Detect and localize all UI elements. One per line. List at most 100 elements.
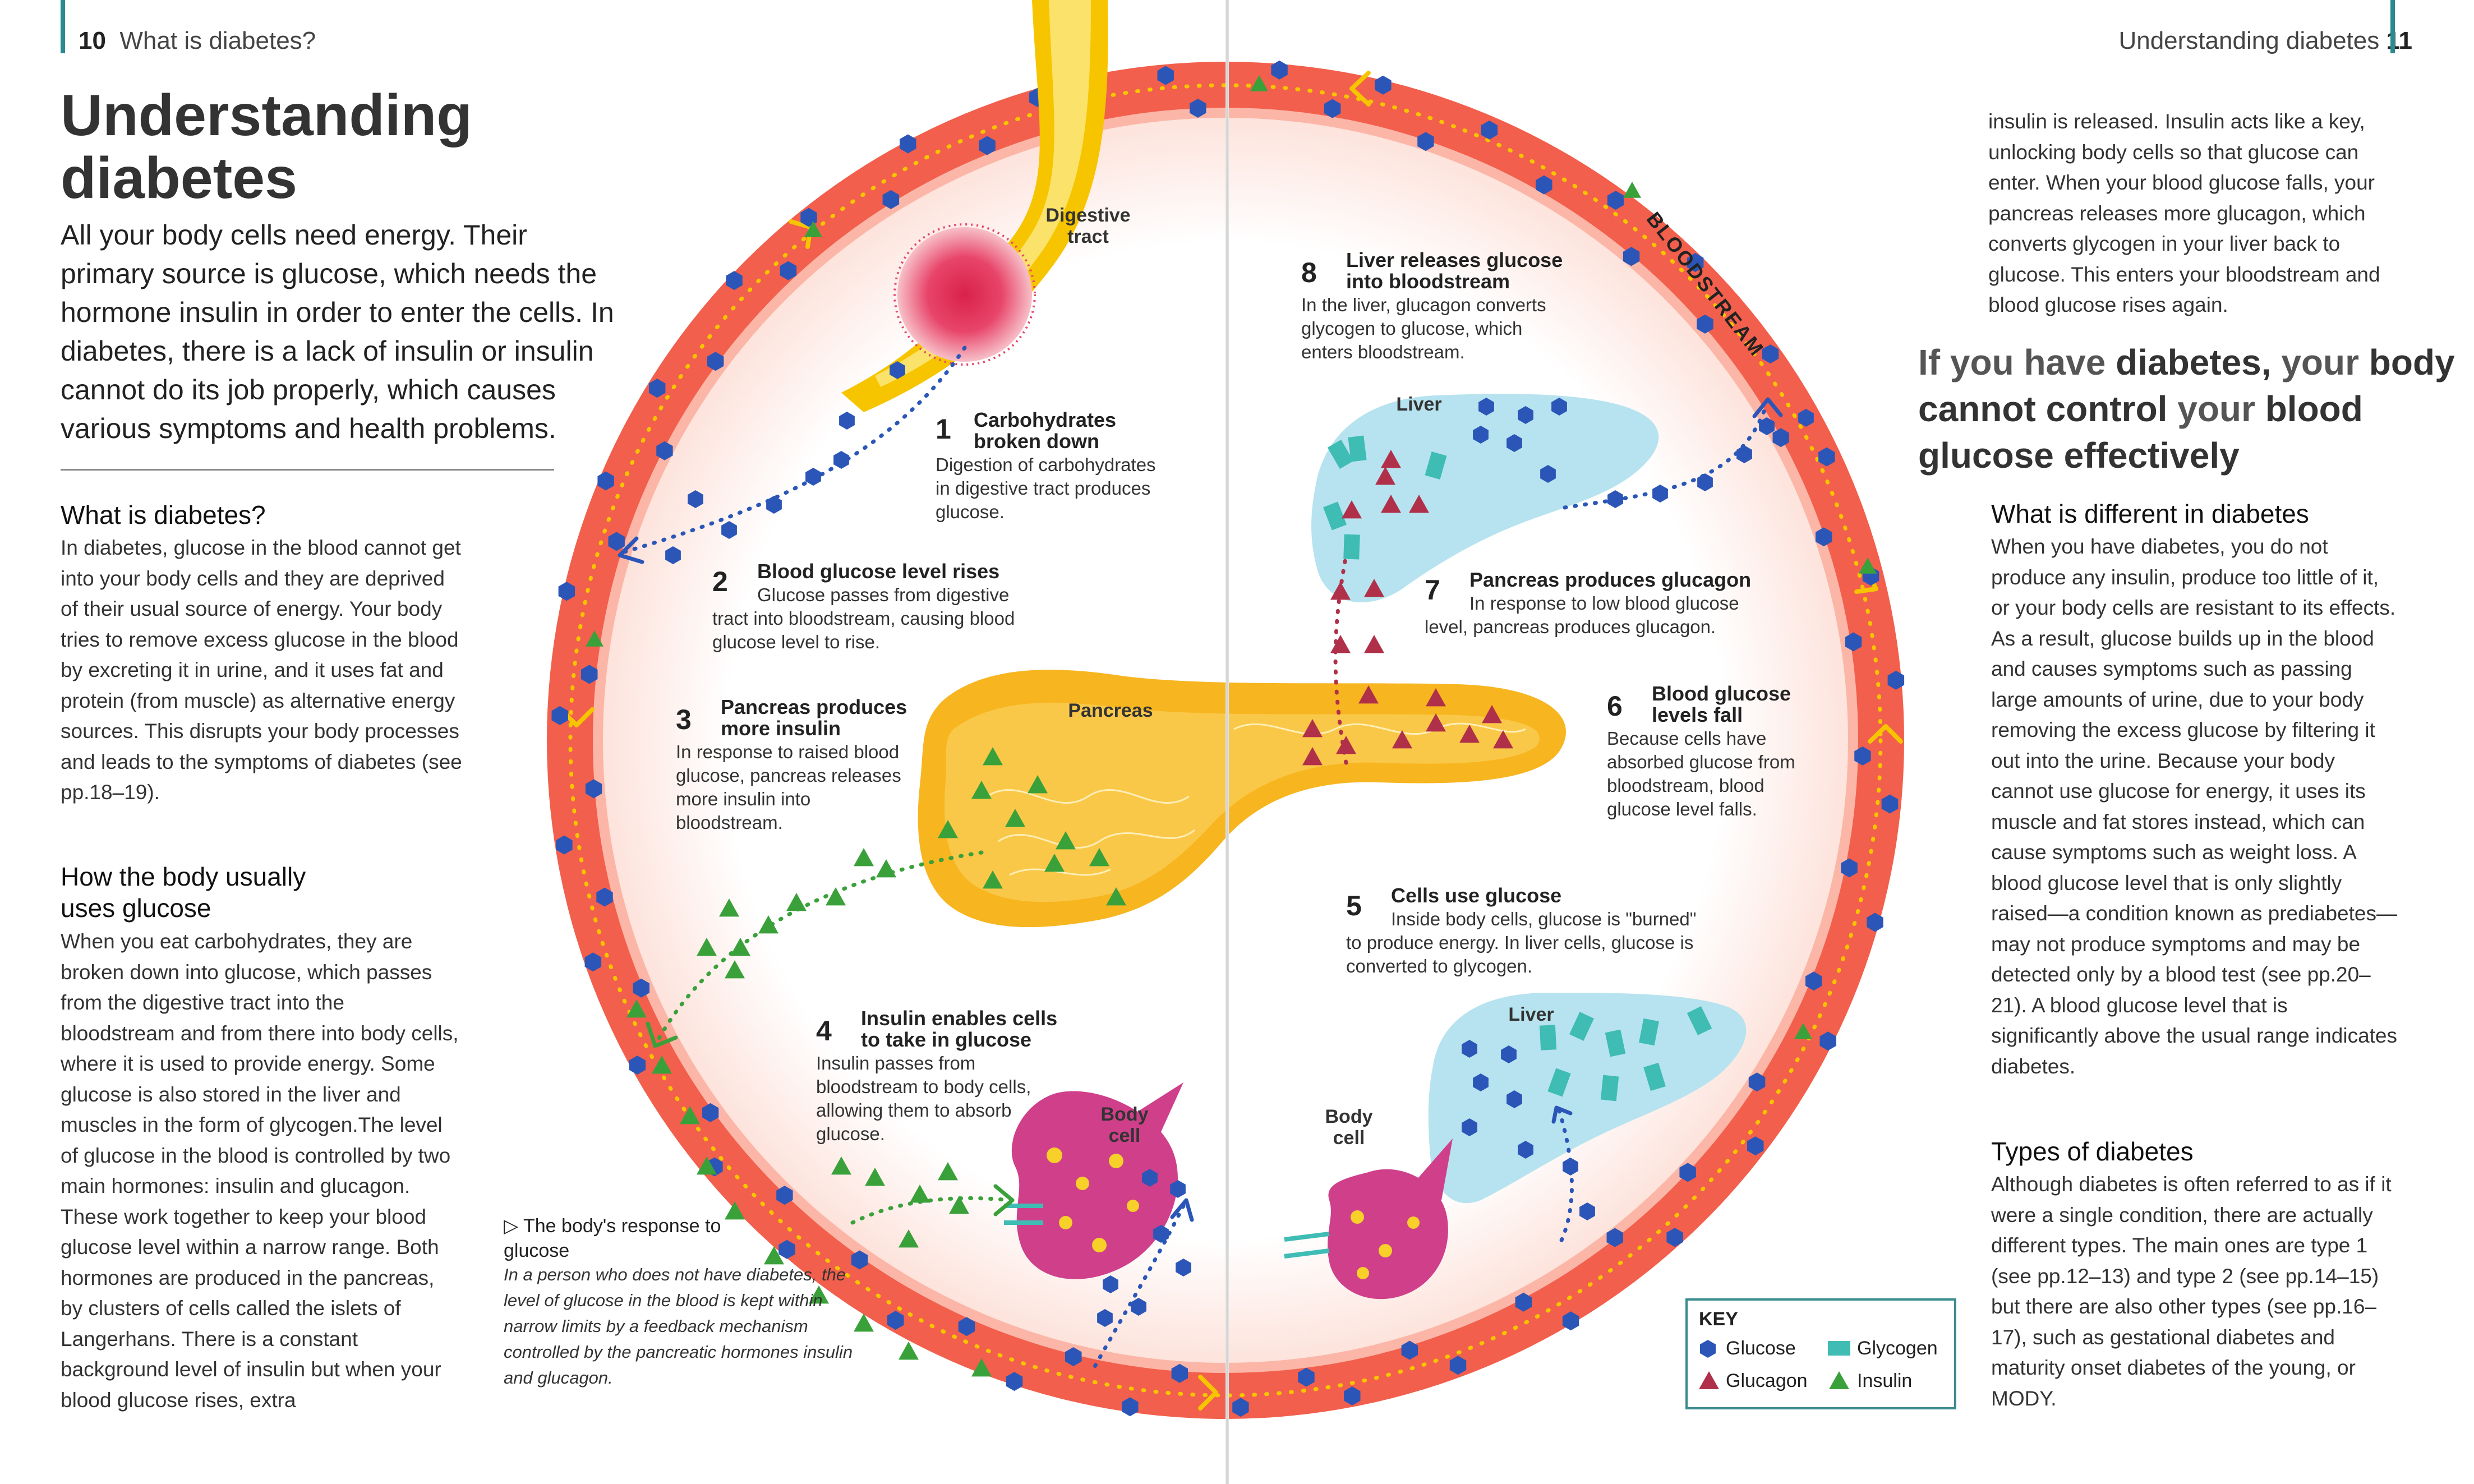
pull-quote: If you have diabetes, your body cannot c… <box>1918 339 2468 479</box>
step-6-heading: Blood glucose levels fall <box>1652 682 1791 726</box>
insulin-particle <box>1089 848 1109 867</box>
glucose-particle <box>1462 1040 1477 1058</box>
ring-insulin-particle <box>725 1201 745 1220</box>
glucose-particle <box>1736 445 1752 463</box>
ring-glucose-particle <box>556 835 573 855</box>
ring-glucose-particle <box>776 1186 793 1205</box>
ring-glucose-particle <box>656 441 673 460</box>
ring-insulin-particle <box>680 1106 700 1124</box>
ring-glucose-particle <box>1881 794 1899 814</box>
glucose-particle <box>1506 1090 1522 1108</box>
insulin-particle <box>719 898 739 917</box>
glucose-particle <box>1518 406 1533 424</box>
glycogen-particle <box>1343 534 1360 560</box>
ring-glucose-particle <box>707 352 724 371</box>
ring-glucose-particle <box>1232 1398 1249 1417</box>
glucose-particle <box>1473 1073 1489 1091</box>
label-pancreas: Pancreas <box>1068 700 1153 721</box>
insulin-particle <box>876 859 896 878</box>
left-running-head: 10 What is diabetes? <box>79 27 316 55</box>
glucagon-triangle-icon <box>1699 1371 1719 1389</box>
page-gutter <box>1226 0 1229 1484</box>
step-3-number: 3 <box>676 704 692 735</box>
section-types-body: Although diabetes is often referred to a… <box>1991 1173 2392 1410</box>
insulin-particle <box>786 893 807 911</box>
key-glucagon: Glucagon <box>1726 1370 1808 1391</box>
ring-glucose-particle <box>1271 60 1288 80</box>
ring-glucose-particle <box>887 1311 904 1330</box>
step-5: 5 Cells use glucose Inside body cells, g… <box>1346 885 1705 986</box>
insulin-particle <box>983 870 1003 889</box>
glycogen-rectangle-icon <box>1828 1341 1850 1356</box>
insulin-particle <box>1044 854 1065 872</box>
glucagon-particle <box>1381 495 1401 513</box>
left-page-marker <box>61 0 65 53</box>
ring-glucose-particle <box>1401 1340 1418 1360</box>
right-continued-paragraph: insulin is released. Insulin acts like a… <box>1988 110 2380 316</box>
ring-insulin-particle <box>1794 1023 1812 1039</box>
insulin-particle <box>1005 809 1025 827</box>
insulin-particle <box>831 1156 851 1175</box>
page-title: Understanding diabetes <box>61 84 472 210</box>
section-how-heading-line2: uses glucose <box>61 893 211 923</box>
intro-divider <box>61 469 554 471</box>
ring-glucose-particle <box>1747 1136 1764 1156</box>
insulin-particle <box>865 1168 885 1186</box>
glucose-particle <box>1540 465 1556 483</box>
ring-glucose-particle <box>1324 99 1341 118</box>
key-title: KEY <box>1699 1308 1738 1330</box>
step-3-description: In response to raised blood glucose, pan… <box>676 741 901 833</box>
glucose-particle <box>1103 1275 1118 1293</box>
ring-glucose-particle <box>1867 912 1883 932</box>
ring-glucose-particle <box>1666 1228 1683 1247</box>
glycogen-particle <box>1605 1029 1626 1057</box>
glucose-particle <box>1579 1202 1595 1220</box>
ring-glucose-particle <box>1417 132 1434 151</box>
ring-glucose-particle <box>1536 175 1552 195</box>
ring-glucose-particle <box>1344 1386 1361 1405</box>
glycogen-particle <box>1323 501 1347 531</box>
glucagon-particle <box>1330 582 1351 600</box>
step-8-number: 8 <box>1301 257 1317 288</box>
pull-quote-part4: body cannot control <box>1918 342 2455 429</box>
glucagon-particle <box>1375 467 1395 485</box>
glucagon-particle <box>1381 450 1401 468</box>
ring-glucose-particle <box>633 978 649 998</box>
glucagon-particle <box>1336 736 1356 754</box>
body-cell-right <box>1284 1139 1453 1299</box>
glycogen-particle <box>1348 435 1367 462</box>
ring-glucose-particle <box>1845 632 1862 652</box>
ring-glucose-particle <box>581 665 598 684</box>
ring-glucose-particle <box>1607 191 1624 210</box>
ring-glucose-particle <box>1748 1072 1766 1092</box>
body-cell-left <box>1004 1082 1183 1279</box>
glucagon-particle <box>1426 713 1446 732</box>
ring-glucose-particle <box>1805 971 1822 991</box>
label-body-cell-right-line1: Body <box>1325 1106 1373 1127</box>
ring-insulin-particle <box>626 999 647 1018</box>
insulin-particle <box>949 1196 969 1214</box>
ring-particles <box>551 60 1905 1417</box>
ring-glucose-particle <box>648 379 666 398</box>
glucagon-particle <box>1302 747 1323 766</box>
insulin-particle <box>971 781 992 799</box>
glucose-particle <box>688 490 703 508</box>
label-body-cell-right-line2: cell <box>1333 1127 1365 1149</box>
glucose-particle <box>805 468 821 486</box>
glycogen-particle <box>1639 1018 1659 1046</box>
ring-glucose-particle <box>726 271 743 291</box>
left-running-head-text: What is diabetes? <box>119 27 316 54</box>
step-8-heading: Liver releases glucose into bloodstream <box>1346 248 1563 293</box>
glucose-particle <box>1798 409 1814 427</box>
step-1-number: 1 <box>936 413 951 445</box>
insulin-particle <box>983 747 1003 766</box>
ring-glucose-particle <box>1697 314 1713 334</box>
glucagon-particle <box>1392 730 1412 749</box>
step-4: 4 Insulin enables cells to take in gluco… <box>816 1008 1074 1154</box>
ring-glucose-particle <box>702 1103 719 1122</box>
insulin-particle <box>938 1162 958 1181</box>
flow-arrowheads <box>618 397 1783 1222</box>
ring-glucose-particle <box>551 706 568 725</box>
insulin-particle <box>938 820 958 838</box>
ring-insulin-particle <box>586 630 603 647</box>
